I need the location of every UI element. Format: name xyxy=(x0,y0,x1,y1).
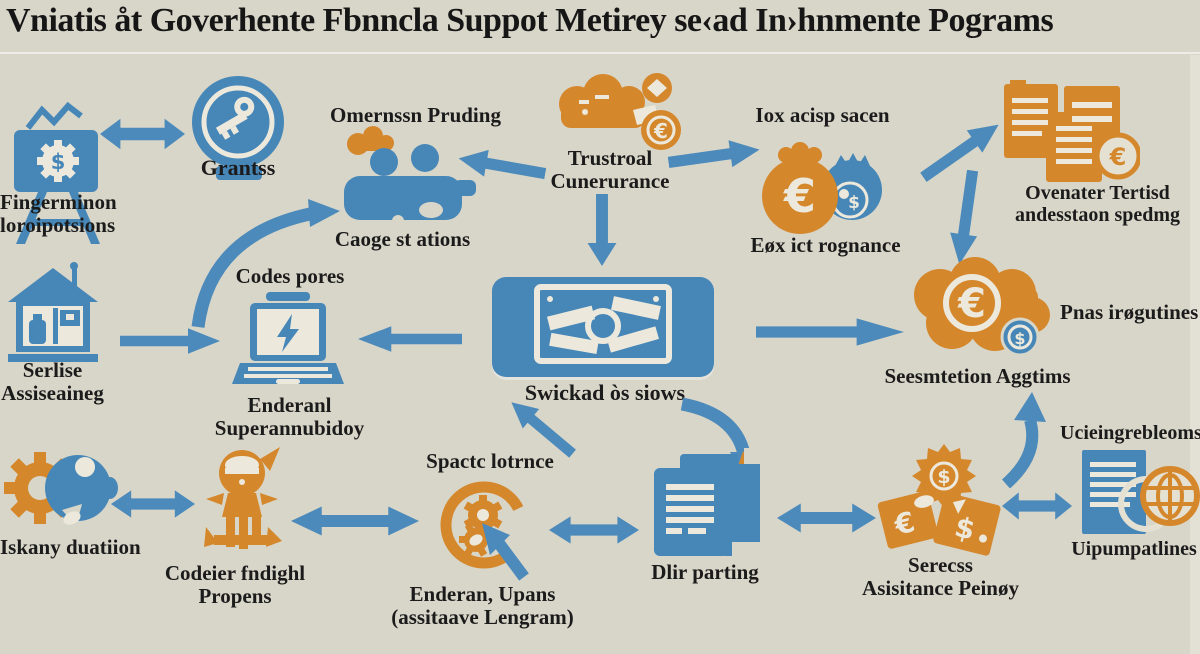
title-separator xyxy=(0,52,1200,54)
folder-label: Dlir parting xyxy=(651,560,759,584)
grants-label: Grantss xyxy=(200,155,276,180)
gear-piggy-icon xyxy=(4,452,118,526)
svg-text:€: € xyxy=(1109,143,1127,171)
right-edge-strip xyxy=(1190,55,1200,654)
folder-documents-icon xyxy=(654,448,762,556)
arrow-curve-house-people xyxy=(191,199,340,328)
arrow-gears-folder xyxy=(549,514,639,546)
handshake-label: Swickad òs siows xyxy=(524,380,686,405)
arrow-tags-globedoc xyxy=(1002,490,1072,522)
svg-text:$: $ xyxy=(51,150,66,174)
svg-text:€: € xyxy=(957,281,986,327)
svg-text:$: $ xyxy=(848,193,860,213)
tax-bottom-label: Eøx ict rognance xyxy=(750,233,901,257)
tax-top-label: Iox acisp sacen xyxy=(755,103,890,127)
euro-right-label: Pnas irøgutines xyxy=(1060,300,1199,324)
globe-doc-label: Uipumpatlines xyxy=(1071,538,1197,560)
euro-blob-icon: € $ xyxy=(914,257,1050,357)
diagram-title: Vniatis åt Goverhente Fbnncla Suppot Met… xyxy=(6,2,1054,39)
arrow-down-to-euro-blob xyxy=(944,168,989,267)
money-bags-icon: $ € xyxy=(762,142,882,234)
price-tags-icon: $ € $ xyxy=(877,444,1001,556)
house-services-icon xyxy=(8,262,98,362)
euro-lower-right-label: Ucieingrebleoms xyxy=(1060,422,1200,444)
arrow-folder-tags xyxy=(777,501,876,535)
laptop-top-label: Codes pores xyxy=(235,264,345,288)
euro-label: Seesmtetion Aggtims xyxy=(884,364,1071,388)
gears-circle-cursor-icon xyxy=(440,481,529,581)
grants-key-icon xyxy=(192,76,284,180)
handshake-banknote-icon xyxy=(534,284,672,364)
laptop-icon xyxy=(232,292,344,384)
people-label: Caoge st ations xyxy=(334,227,471,251)
svg-text:€: € xyxy=(783,169,816,223)
arrow-center-euro-blob xyxy=(756,316,904,348)
gears-top-label: Spactc lotrnce xyxy=(426,449,554,473)
reports-documents-icon: € xyxy=(1004,80,1140,182)
arrow-figure-gears xyxy=(291,504,419,538)
handshake-box xyxy=(492,277,714,377)
gears-label: Enderan, Upans(assitaave Lengram) xyxy=(391,582,574,630)
arrow-easel-grants xyxy=(100,116,185,152)
arrow-insurance-center xyxy=(585,194,619,266)
gear-piggy-label: Iskany duatiion xyxy=(0,535,141,559)
presentation-chart-icon: $ xyxy=(14,101,100,244)
arrow-curve-tags-euro xyxy=(1001,392,1046,488)
cloud-coins-icon: € xyxy=(559,73,681,150)
document-globe-icon xyxy=(1082,450,1200,534)
svg-text:$: $ xyxy=(1014,329,1025,348)
figure-vase-icon xyxy=(204,447,282,549)
funding-label: Omernssn Pruding xyxy=(330,103,501,127)
people-group-icon xyxy=(344,126,476,227)
arrow-center-laptop xyxy=(358,324,462,354)
svg-text:$: $ xyxy=(937,466,950,488)
svg-text:€: € xyxy=(653,119,668,143)
arrow-piggy-figure xyxy=(111,488,195,520)
